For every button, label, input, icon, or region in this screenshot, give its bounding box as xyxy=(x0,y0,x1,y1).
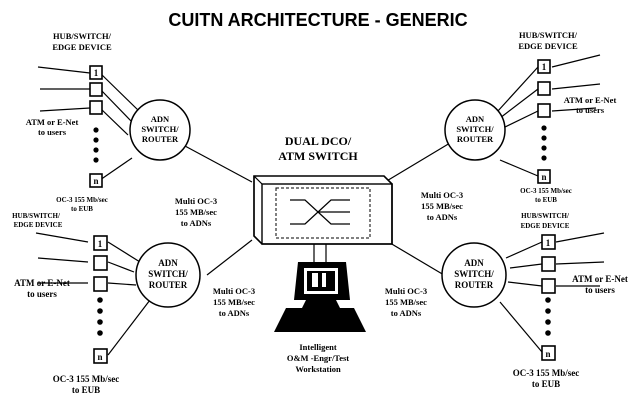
svg-text:ROUTER: ROUTER xyxy=(457,134,494,144)
cluster-bottom-left-links xyxy=(35,232,151,356)
svg-text:n: n xyxy=(97,352,102,362)
atm-label-tl-1: ATM or E-Net xyxy=(26,117,79,127)
svg-text:SWITCH/: SWITCH/ xyxy=(456,124,494,134)
svg-text:n: n xyxy=(541,172,546,182)
router-top-right: ADN SWITCH/ ROUTER xyxy=(444,99,506,161)
multi-label-bl-1: Multi OC-3 xyxy=(213,286,255,296)
svg-text:ADN: ADN xyxy=(151,114,170,124)
eub-label-tl-2: to EUB xyxy=(71,205,93,213)
atm-label-br-2: to users xyxy=(585,285,615,295)
link-tl-center xyxy=(184,145,253,183)
edge-label-br-2: EDGE DEVICE xyxy=(521,222,570,230)
eub-label-bl-1: OC-3 155 Mb/sec xyxy=(53,374,120,384)
edge-devices-top-left: 1 n xyxy=(89,65,103,188)
svg-text:1: 1 xyxy=(94,68,99,78)
edge-label-bl-2: EDGE DEVICE xyxy=(14,221,63,229)
atm-label-tr-1: ATM or E-Net xyxy=(564,95,617,105)
svg-text:1: 1 xyxy=(542,62,547,72)
workstation-computer-icon xyxy=(274,244,366,332)
switch-label-line2: ATM SWITCH xyxy=(278,149,358,163)
switch-label-line1: DUAL DCO/ xyxy=(285,134,352,148)
multi-label-tl-2: 155 MB/sec xyxy=(175,207,217,217)
router-bottom-left: ADN SWITCH/ ROUTER xyxy=(135,242,201,308)
svg-text:SWITCH/: SWITCH/ xyxy=(148,269,188,279)
atm-label-tl-2: to users xyxy=(38,127,67,137)
svg-text:n: n xyxy=(93,176,98,186)
dco-atm-switch: DUAL DCO/ ATM SWITCH xyxy=(253,134,393,245)
svg-text:1: 1 xyxy=(98,239,103,249)
edge-label-tl-2: EDGE DEVICE xyxy=(52,42,112,52)
atm-label-tr-2: to users xyxy=(576,105,605,115)
switch-chassis xyxy=(253,175,393,245)
svg-text:n: n xyxy=(545,349,550,359)
edge-label-br-1: HUB/SWITCH/ xyxy=(521,212,570,220)
svg-text:SWITCH/: SWITCH/ xyxy=(454,269,494,279)
edge-devices-bottom-left: 1 n xyxy=(93,235,108,364)
link-bl-center xyxy=(206,239,253,276)
svg-text:ADN: ADN xyxy=(158,258,178,268)
svg-text:ROUTER: ROUTER xyxy=(142,134,179,144)
eub-label-br-1: OC-3 155 Mb/sec xyxy=(513,368,580,378)
link-br-center xyxy=(384,239,445,276)
link-tr-center xyxy=(384,139,456,183)
atm-label-br-1: ATM or E-Net xyxy=(572,274,628,284)
cluster-top-left-links xyxy=(37,66,141,181)
edge-label-tl-1: HUB/SWITCH/ xyxy=(53,31,112,41)
edge-devices-top-right: 1 n xyxy=(537,59,551,184)
edge-label-tr-1: HUB/SWITCH/ xyxy=(519,30,578,40)
router-bottom-right: ADN SWITCH/ ROUTER xyxy=(441,242,507,308)
eub-label-tr-1: OC-3 155 Mb/sec xyxy=(520,187,572,195)
multi-label-br-3: to ADNs xyxy=(391,308,422,318)
eub-label-br-2: to EUB xyxy=(532,379,560,389)
multi-label-br-2: 155 MB/sec xyxy=(385,297,427,307)
multi-label-br-1: Multi OC-3 xyxy=(385,286,427,296)
multi-label-tr-2: 155 MB/sec xyxy=(421,201,463,211)
workstation-label-3: Workstation xyxy=(295,364,341,374)
cluster-top-right-links xyxy=(496,54,601,177)
workstation-label-1: Intelligent xyxy=(299,342,336,352)
eub-label-tl-1: OC-3 155 Mb/sec xyxy=(56,196,108,204)
svg-text:ROUTER: ROUTER xyxy=(149,280,188,290)
svg-text:ADN: ADN xyxy=(464,258,484,268)
svg-text:SWITCH/: SWITCH/ xyxy=(141,124,179,134)
cluster-bottom-right-links xyxy=(499,232,605,353)
switch-fabric xyxy=(275,187,371,239)
router-top-left: ADN SWITCH/ ROUTER xyxy=(129,99,191,161)
eub-label-tr-2: to EUB xyxy=(535,196,557,204)
edge-label-tr-2: EDGE DEVICE xyxy=(518,41,578,51)
multi-label-bl-3: to ADNs xyxy=(219,308,250,318)
svg-text:1: 1 xyxy=(546,238,551,248)
diagram-title: CUITN ARCHITECTURE - GENERIC xyxy=(168,10,467,30)
svg-text:ADN: ADN xyxy=(466,114,485,124)
multi-label-tl-3: to ADNs xyxy=(181,218,212,228)
edge-devices-bottom-right: 1 n xyxy=(541,234,556,361)
eub-label-bl-2: to EUB xyxy=(72,385,100,395)
multi-label-bl-2: 155 MB/sec xyxy=(213,297,255,307)
atm-label-bl-1: ATM or E-Net xyxy=(14,278,70,288)
workstation-label-2: O&M -Engr/Test xyxy=(287,353,349,363)
multi-label-tl-1: Multi OC-3 xyxy=(175,196,217,206)
atm-label-bl-2: to users xyxy=(27,289,57,299)
multi-label-tr-3: to ADNs xyxy=(427,212,458,222)
multi-label-tr-1: Multi OC-3 xyxy=(421,190,463,200)
svg-text:ROUTER: ROUTER xyxy=(455,280,494,290)
edge-label-bl-1: HUB/SWITCH/ xyxy=(12,212,61,220)
